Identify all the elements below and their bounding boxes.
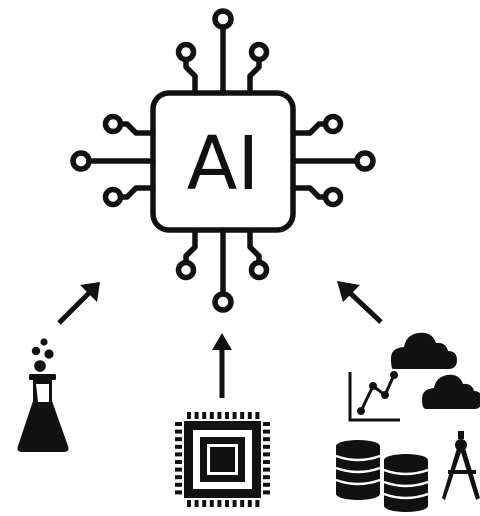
cpu-pin xyxy=(247,500,252,507)
cpu-pin xyxy=(194,412,199,419)
cloud-top-icon xyxy=(391,332,457,369)
cpu-pin xyxy=(209,412,214,419)
cpu-pin xyxy=(175,429,182,434)
cpu-pin xyxy=(240,412,245,419)
arrow-left-icon xyxy=(57,282,100,325)
flask-icon xyxy=(17,338,69,452)
cpu-pin xyxy=(175,452,182,457)
cpu-pin xyxy=(225,412,229,419)
cpu-pin xyxy=(194,500,199,507)
cpu-pin xyxy=(175,482,182,487)
line-chart-icon xyxy=(348,371,400,422)
cpu-pin xyxy=(175,422,182,426)
cpu-pin xyxy=(175,475,182,480)
cpu-pin xyxy=(263,475,270,480)
cpu-pin xyxy=(225,500,229,507)
cpu-pin xyxy=(217,500,222,507)
cpu-pin xyxy=(202,500,207,507)
cpu-pin xyxy=(202,412,207,419)
ai-chip-label: AI xyxy=(187,121,259,207)
cpu-pin xyxy=(263,490,270,495)
database-icon xyxy=(335,440,381,500)
cpu-pin xyxy=(263,482,270,487)
cpu-pin xyxy=(263,444,270,449)
compass-icon xyxy=(442,431,480,500)
ai-chip-icon xyxy=(70,8,376,313)
cpu-pin xyxy=(187,500,191,507)
cpu-pin xyxy=(175,467,182,472)
cpu-pin xyxy=(217,412,222,419)
cpu-pin xyxy=(263,422,270,426)
cpu-pin xyxy=(263,460,270,464)
database-icon xyxy=(383,454,429,512)
cpu-pin xyxy=(263,467,270,472)
arrow-up-icon xyxy=(212,333,232,398)
cpu-pin xyxy=(263,429,270,434)
cloud-right-icon xyxy=(422,374,480,409)
cpu-pin xyxy=(187,412,191,419)
cpu-pin xyxy=(255,412,260,419)
arrow-right-icon xyxy=(337,281,383,324)
cpu-pin xyxy=(175,460,182,464)
cpu-pin xyxy=(240,500,245,507)
cloud-data-icon xyxy=(335,332,480,512)
cpu-chip-icon xyxy=(175,412,270,507)
cpu-pin xyxy=(209,500,214,507)
cpu-pin xyxy=(247,412,252,419)
cpu-pin xyxy=(175,444,182,449)
cpu-pin xyxy=(175,490,182,495)
cpu-pin xyxy=(255,500,260,507)
cpu-pin xyxy=(263,452,270,457)
cpu-pin xyxy=(232,500,237,507)
cpu-pin xyxy=(175,437,182,442)
cpu-pin xyxy=(263,437,270,442)
cpu-pin xyxy=(232,412,237,419)
